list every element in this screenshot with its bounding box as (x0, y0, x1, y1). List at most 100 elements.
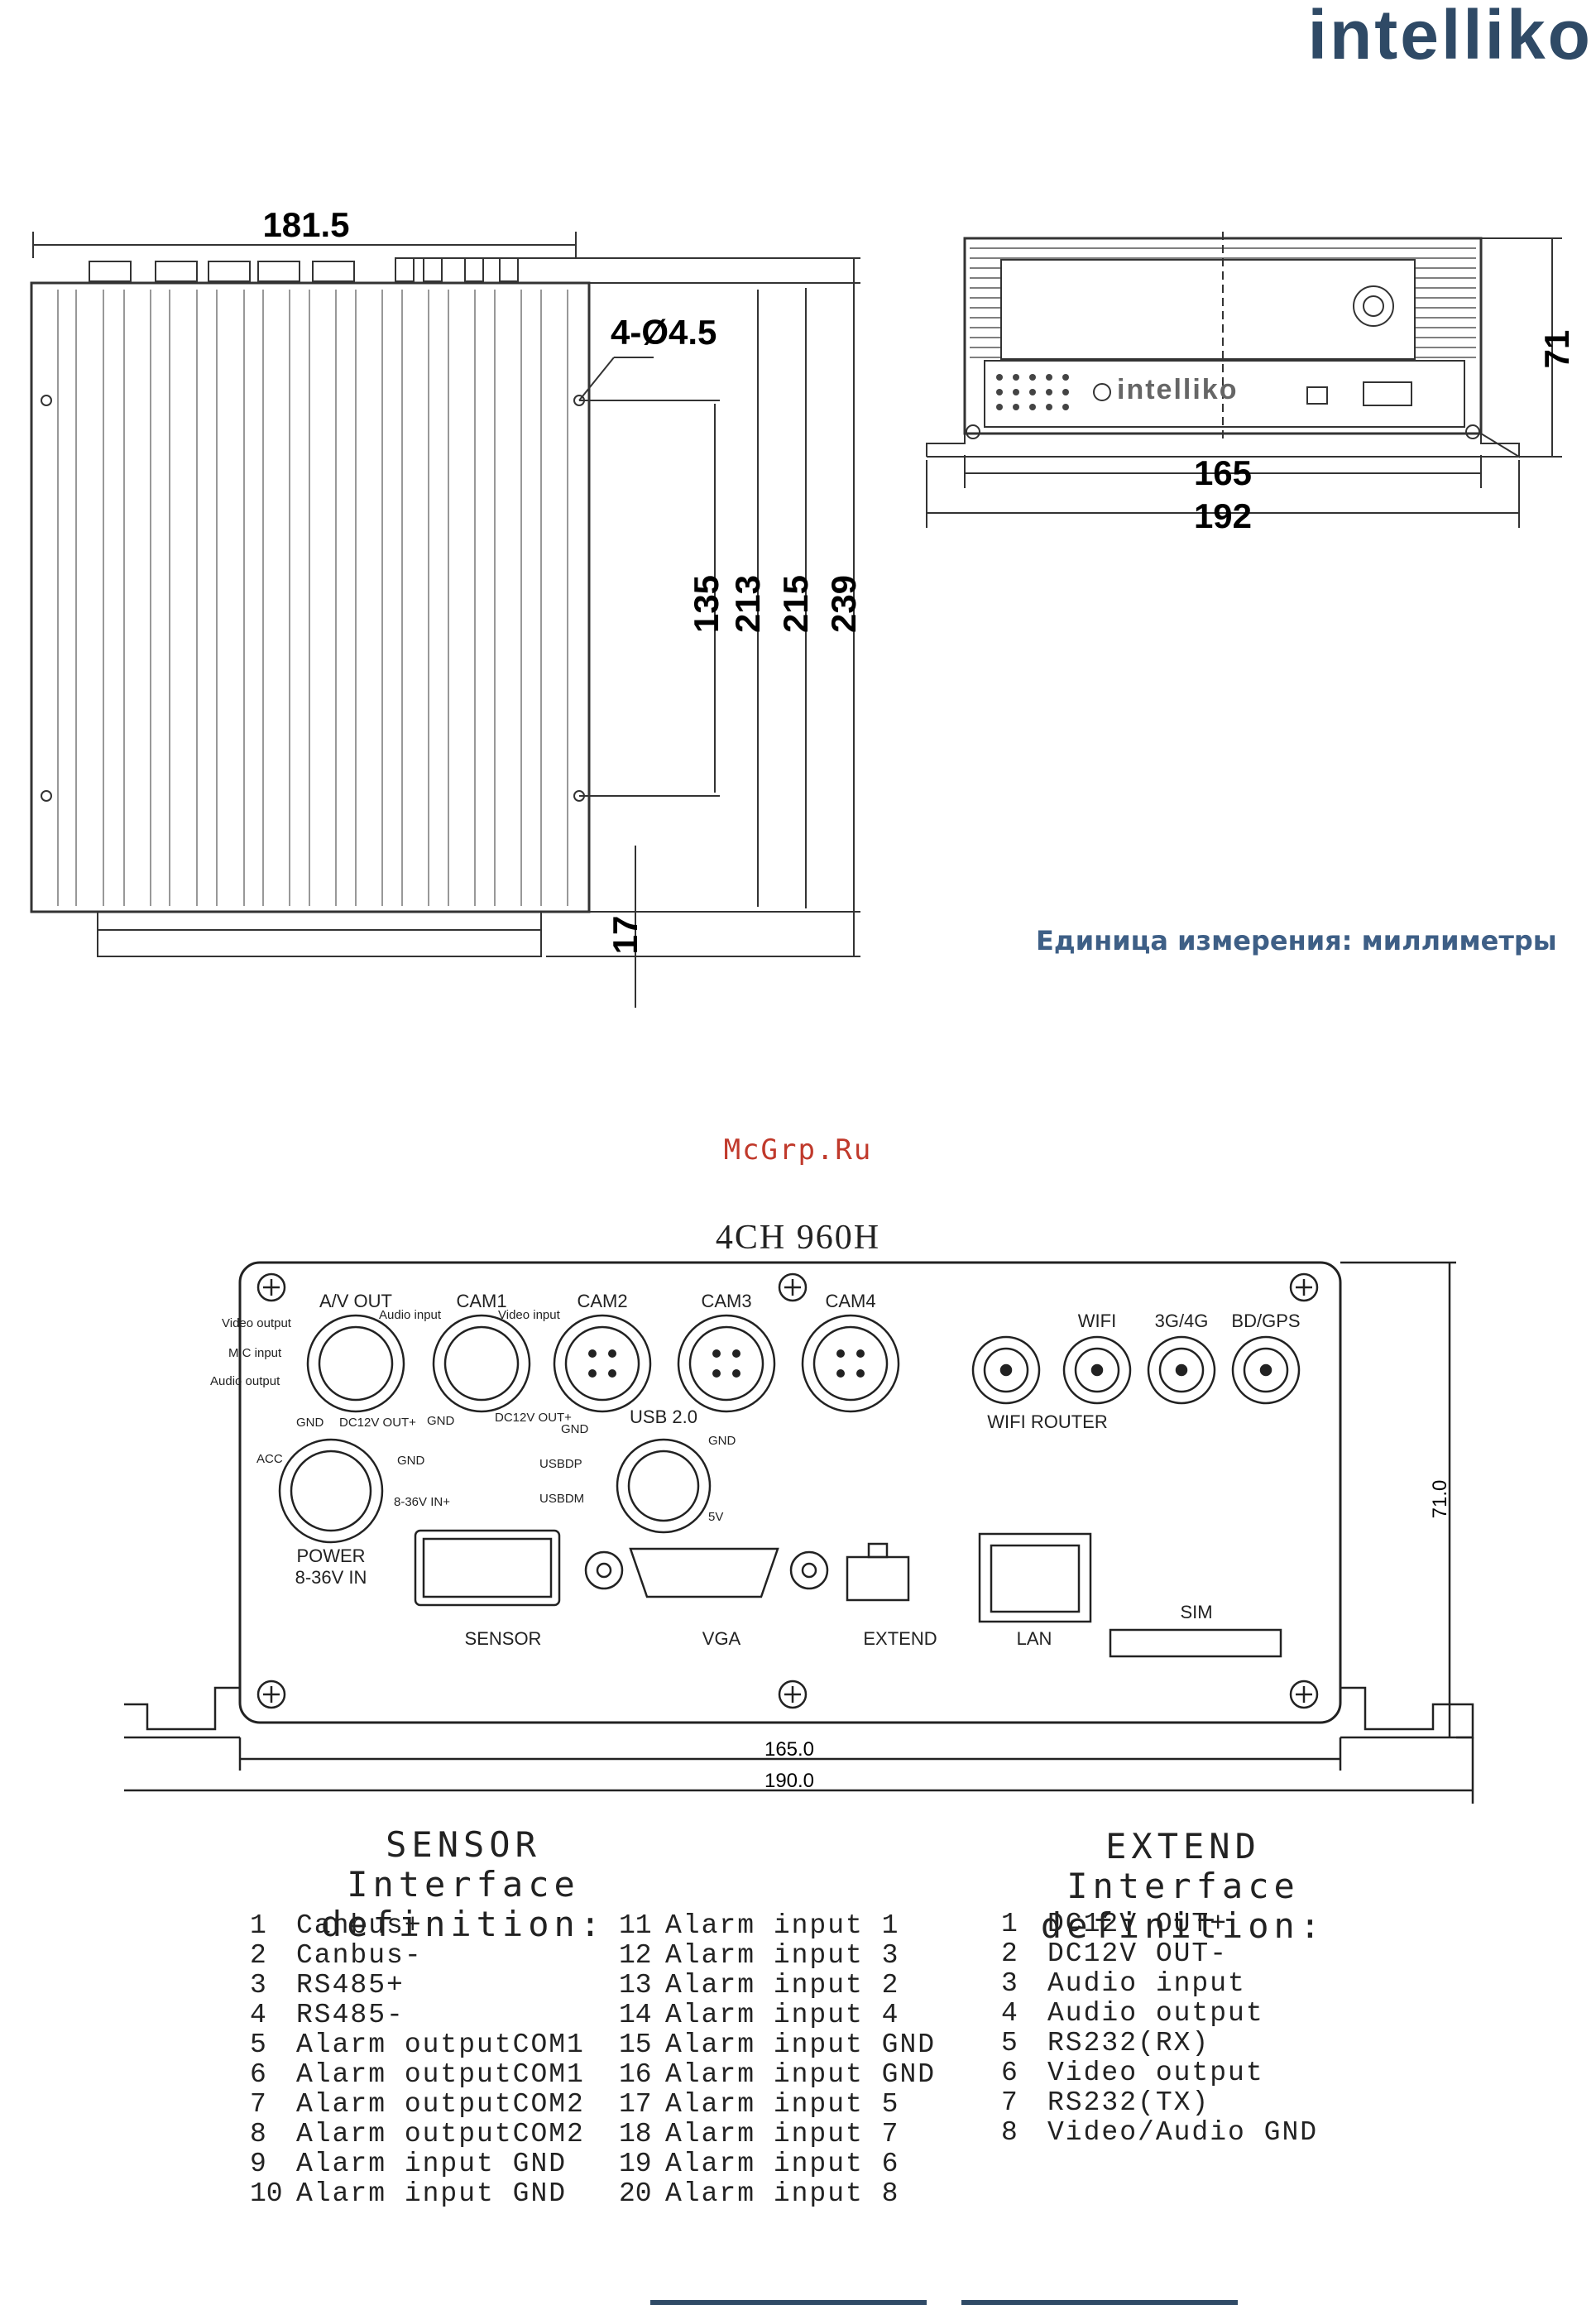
cam4-connector (801, 1314, 900, 1413)
screw (256, 1272, 1319, 1709)
brand-logo: intelliko (1307, 0, 1593, 74)
extend-pin-number: 7 (1001, 2087, 1018, 2118)
dim-71-panel-label: 71.0 (1429, 1480, 1451, 1519)
pin-label-audio-input: Audio input (379, 1308, 442, 1322)
sensor-pin-label: Alarm outputCOM2 (296, 2089, 585, 2120)
sensor-pin-number: 9 (250, 2149, 266, 2179)
sensor-interface-title: SENSOR Interface definition: (256, 1825, 670, 1944)
sensor-pin-label: Alarm input 8 (665, 2178, 900, 2209)
dim-213-label: 213 (728, 575, 767, 633)
sensor-title-line1: SENSOR Interface (347, 1824, 580, 1905)
extend-label: EXTEND (863, 1628, 937, 1649)
bdgps-label: BD/GPS (1231, 1311, 1300, 1331)
extend-pin-number: 2 (1001, 1938, 1018, 1969)
pin-label-mic-input: MIC input (228, 1346, 282, 1360)
sensor-pin-number: 15 (619, 2029, 652, 2060)
sensor-pin-label: Canbus+ (296, 1910, 423, 1941)
sensor-pin-number: 1 (250, 1910, 266, 1941)
top-connector (257, 261, 300, 282)
sensor-pin-label: Alarm input 5 (665, 2089, 900, 2120)
cam2-label: CAM2 (577, 1291, 627, 1311)
pin-label-usb-gnd-left: GND (561, 1422, 589, 1436)
sensor-pin-number: 12 (619, 1940, 652, 1971)
vga-label: VGA (702, 1628, 741, 1649)
cam3-connector (677, 1314, 776, 1413)
sensor-pin-number: 17 (619, 2089, 652, 2120)
top-connector (155, 261, 198, 282)
dim-165-top-label: 165 (1194, 453, 1252, 492)
device-body-side (30, 281, 591, 913)
front-view-drawing: intelliko 165 192 71 (926, 232, 1576, 535)
cam2-connector (553, 1314, 652, 1413)
extend-pin-number: 6 (1001, 2058, 1018, 2088)
sensor-pin-number: 4 (250, 2000, 266, 2030)
sensor-pin-number: 10 (250, 2178, 283, 2209)
sensor-pin-number: 16 (619, 2059, 652, 2090)
watermark: McGrp.Ru (723, 1133, 873, 1167)
top-connector (208, 261, 251, 282)
sensor-pin-label: Alarm input 2 (665, 1970, 900, 2001)
bottom-tab-left (650, 2300, 927, 2305)
wifi-router-label: WIFI ROUTER (987, 1411, 1107, 1432)
sensor-pin-label: RS485+ (296, 1970, 405, 2001)
extend-pin-number: 8 (1001, 2117, 1018, 2148)
pin-label-gnd-cam: GND (427, 1414, 455, 1428)
sensor-pin-number: 3 (250, 1970, 266, 2001)
sensor-title-line2: definition: (320, 1904, 606, 1944)
usb-connector (616, 1438, 712, 1534)
pin-label-audio-output: Audio output (210, 1374, 280, 1388)
sensor-pin-number: 19 (619, 2149, 652, 2179)
extend-pin-label: RS232(TX) (1047, 2087, 1210, 2118)
bdgps-antenna (1231, 1335, 1301, 1405)
pin-label-power-gnd: GND (397, 1454, 425, 1468)
dim-215-label: 215 (776, 575, 815, 633)
extend-title-line1: EXTEND Interface (1066, 1826, 1300, 1906)
power-label: POWER (296, 1545, 365, 1566)
extend-title-line2: definition: (1040, 1905, 1326, 1946)
wifi-label: WIFI (1078, 1311, 1116, 1331)
sim-slot (1109, 1628, 1282, 1658)
av-out-label: A/V OUT (319, 1291, 392, 1311)
sensor-pin-number: 13 (619, 1970, 652, 2001)
extend-interface-title: EXTEND Interface definition: (976, 1827, 1390, 1946)
av-out-connector (306, 1314, 405, 1413)
lan-label: LAN (1017, 1628, 1052, 1649)
dim-17-label: 17 (606, 916, 645, 955)
dim-239-label: 239 (824, 575, 863, 633)
extend-pin-label: DC12V OUT- (1047, 1938, 1229, 1969)
extend-pin-number: 5 (1001, 2028, 1018, 2058)
sensor-pin-label: Alarm outputCOM1 (296, 2059, 585, 2090)
sensor-pin-number: 6 (250, 2059, 266, 2090)
connector-panel-drawing: A/V OUT CAM1 CAM2 CAM3 CAM4 WIFI 3G/4G B… (124, 1261, 1474, 1804)
power-connector (278, 1438, 384, 1544)
sensor-pin-label: Alarm outputCOM2 (296, 2119, 585, 2149)
extend-pin-label: Video output (1047, 2058, 1264, 2088)
cam3-label: CAM3 (701, 1291, 751, 1311)
pin-label-video-input: Video input (498, 1308, 561, 1322)
pin-label-video-output: Video output (222, 1316, 292, 1330)
dim-165-bottom-label: 165.0 (764, 1738, 814, 1761)
sensor-pin-label: Alarm outputCOM1 (296, 2029, 585, 2060)
sensor-pin-label: Alarm input 3 (665, 1940, 900, 1971)
extend-pin-number: 1 (1001, 1909, 1018, 1939)
unit-note: Единица измерения: миллиметры (1036, 925, 1557, 956)
sensor-pin-number: 8 (250, 2119, 266, 2149)
sensor-pin-number: 20 (619, 2178, 652, 2209)
extend-pin-number: 3 (1001, 1968, 1018, 1999)
pin-label-dc12v-out: DC12V OUT+ (339, 1416, 416, 1430)
cam1-connector (432, 1314, 531, 1413)
sensor-pin-label: Alarm input 7 (665, 2119, 900, 2149)
sensor-pin-label: RS485- (296, 2000, 405, 2030)
dim-width-label: 181.5 (262, 205, 349, 244)
dim-71-label: 71 (1537, 330, 1576, 369)
sensor-pin-label: Alarm input GND (296, 2149, 568, 2179)
vga-connector (584, 1547, 829, 1598)
pin-label-usb-gnd-right: GND (708, 1434, 736, 1448)
wifi-antenna (1062, 1335, 1132, 1405)
sensor-pin-number: 7 (250, 2089, 266, 2120)
dim-190-label: 190.0 (764, 1770, 814, 1792)
usb-label: USB 2.0 (630, 1406, 697, 1427)
sensor-pin-number: 14 (619, 2000, 652, 2030)
sensor-pin-label: Alarm input 4 (665, 2000, 900, 2030)
